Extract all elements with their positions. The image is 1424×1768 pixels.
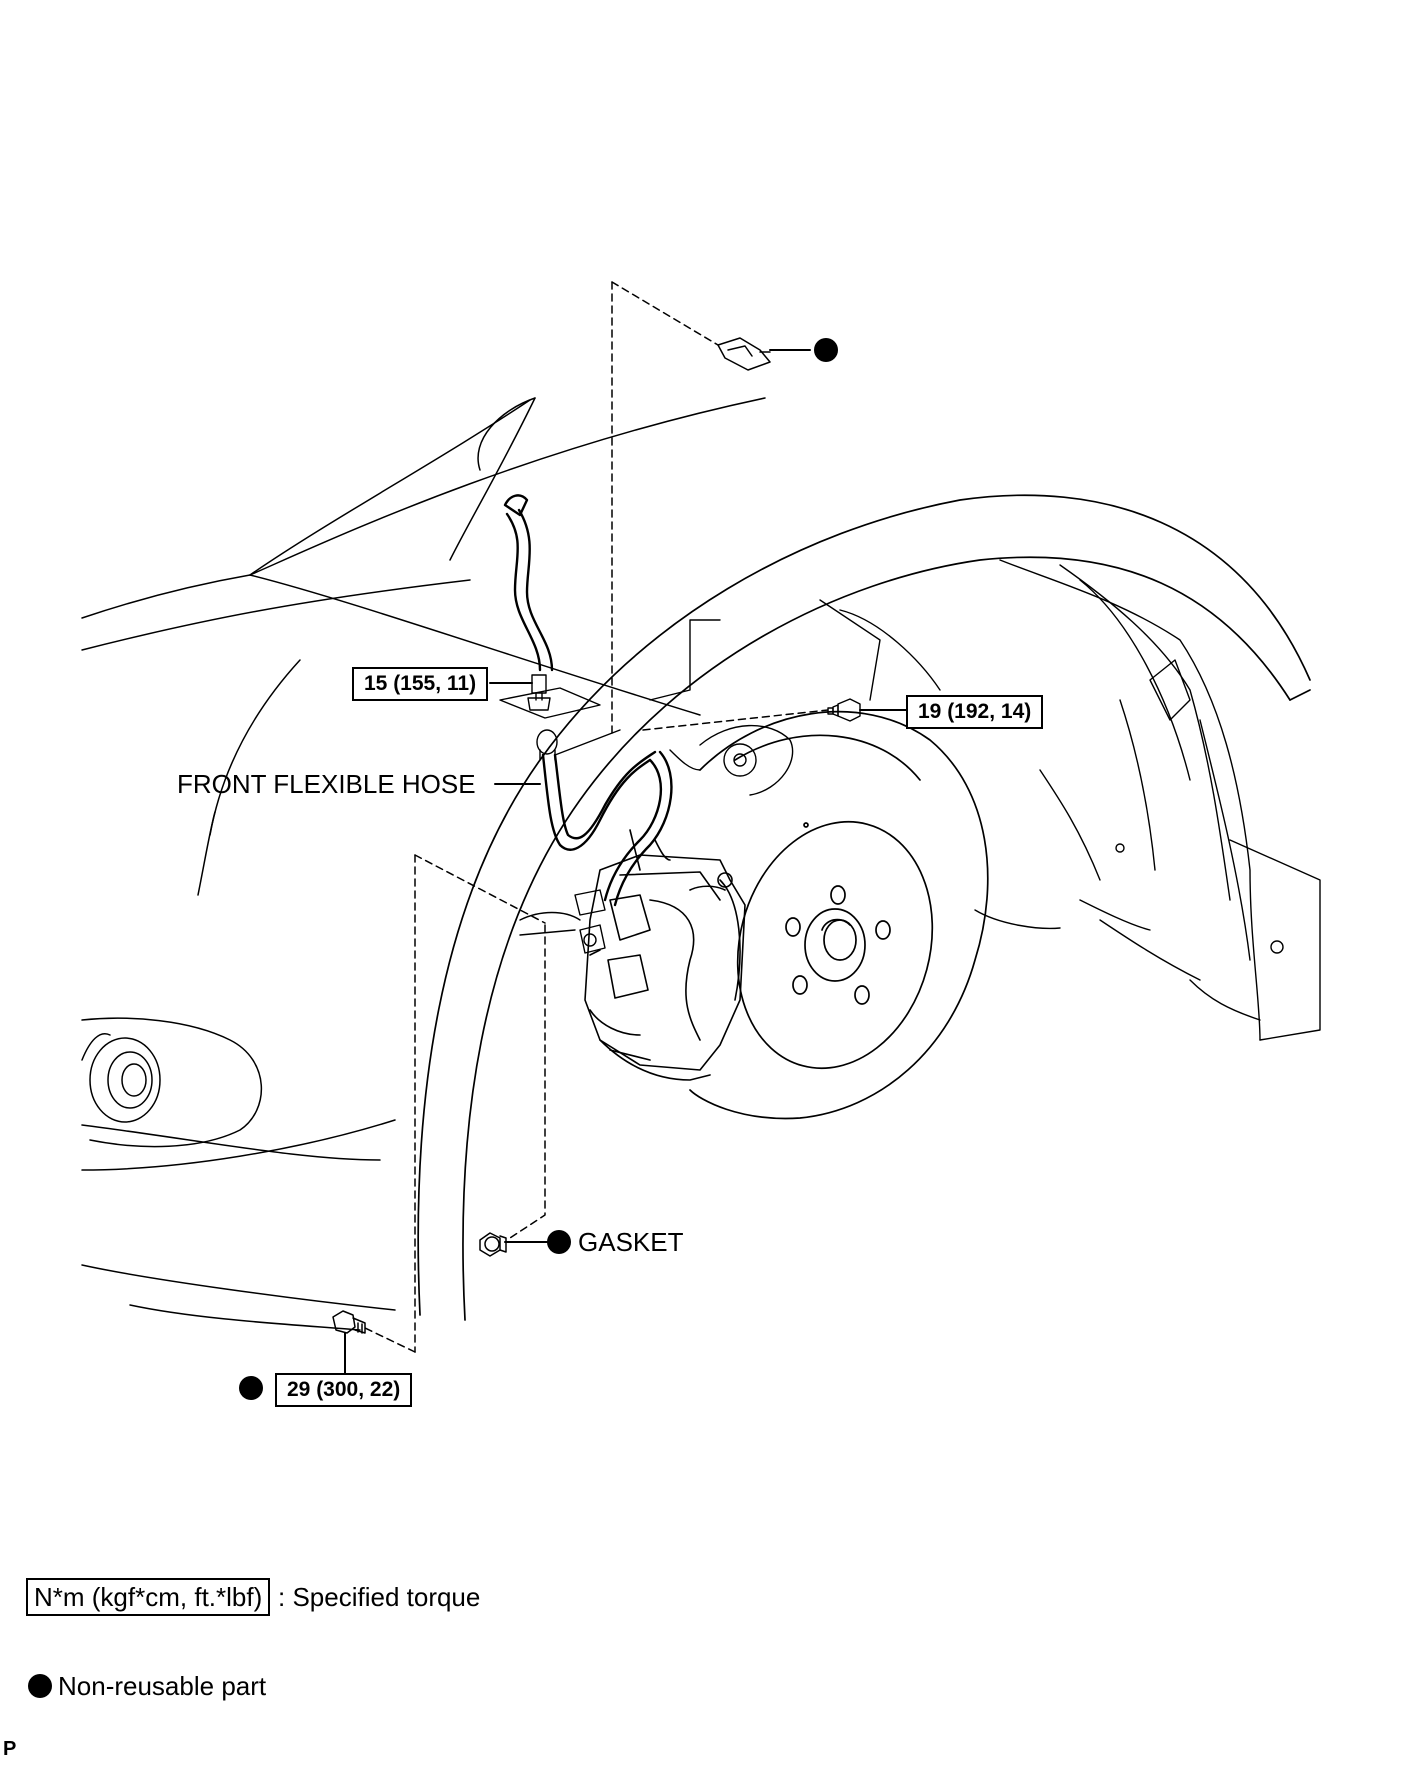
- fog-lamp: [81, 1017, 262, 1148]
- dashed-leaders: [364, 281, 829, 1353]
- torque-spec-flare-nut: 29 (300, 22): [275, 1373, 413, 1407]
- corner-code: P: [3, 1738, 17, 1760]
- clip-icon: [717, 337, 771, 371]
- non-reusable-dot-icon: [28, 1674, 52, 1698]
- front-flexible-hose-label: FRONT FLEXIBLE HOSE: [177, 769, 476, 799]
- legend-torque-description: : Specified torque: [278, 1582, 481, 1612]
- non-reusable-dot-icon: [547, 1230, 571, 1254]
- non-reusable-dot-icon: [814, 338, 838, 362]
- torque-spec-union-bolt-right: 19 (192, 14): [906, 695, 1044, 729]
- hose-bracket: [499, 687, 621, 756]
- solid-leaders: [344, 349, 907, 1374]
- brake-caliper: [584, 829, 746, 1081]
- non-reusable-dot-icon: [239, 1376, 263, 1400]
- wheel-liner: [974, 559, 1321, 1041]
- bolt-icon: [827, 698, 861, 722]
- legend-nonreusable-description: Non-reusable part: [58, 1671, 267, 1701]
- brake-line-hard-pipe: [503, 494, 554, 672]
- gasket-label: GASKET: [578, 1227, 684, 1257]
- caliper-hose-bracket: [519, 889, 606, 954]
- torque-spec-union-bolt-upper: 15 (155, 11): [352, 667, 489, 701]
- gasket-icon: [479, 1232, 507, 1257]
- strut-area: [649, 599, 941, 796]
- brake-rotor: [689, 710, 989, 1120]
- car-body-lines: [81, 397, 766, 1331]
- fender-arch: [417, 494, 1311, 1321]
- legend-torque-unit-box: N*m (kgf*cm, ft.*lbf): [26, 1578, 271, 1616]
- front-flexible-hose: [541, 750, 673, 907]
